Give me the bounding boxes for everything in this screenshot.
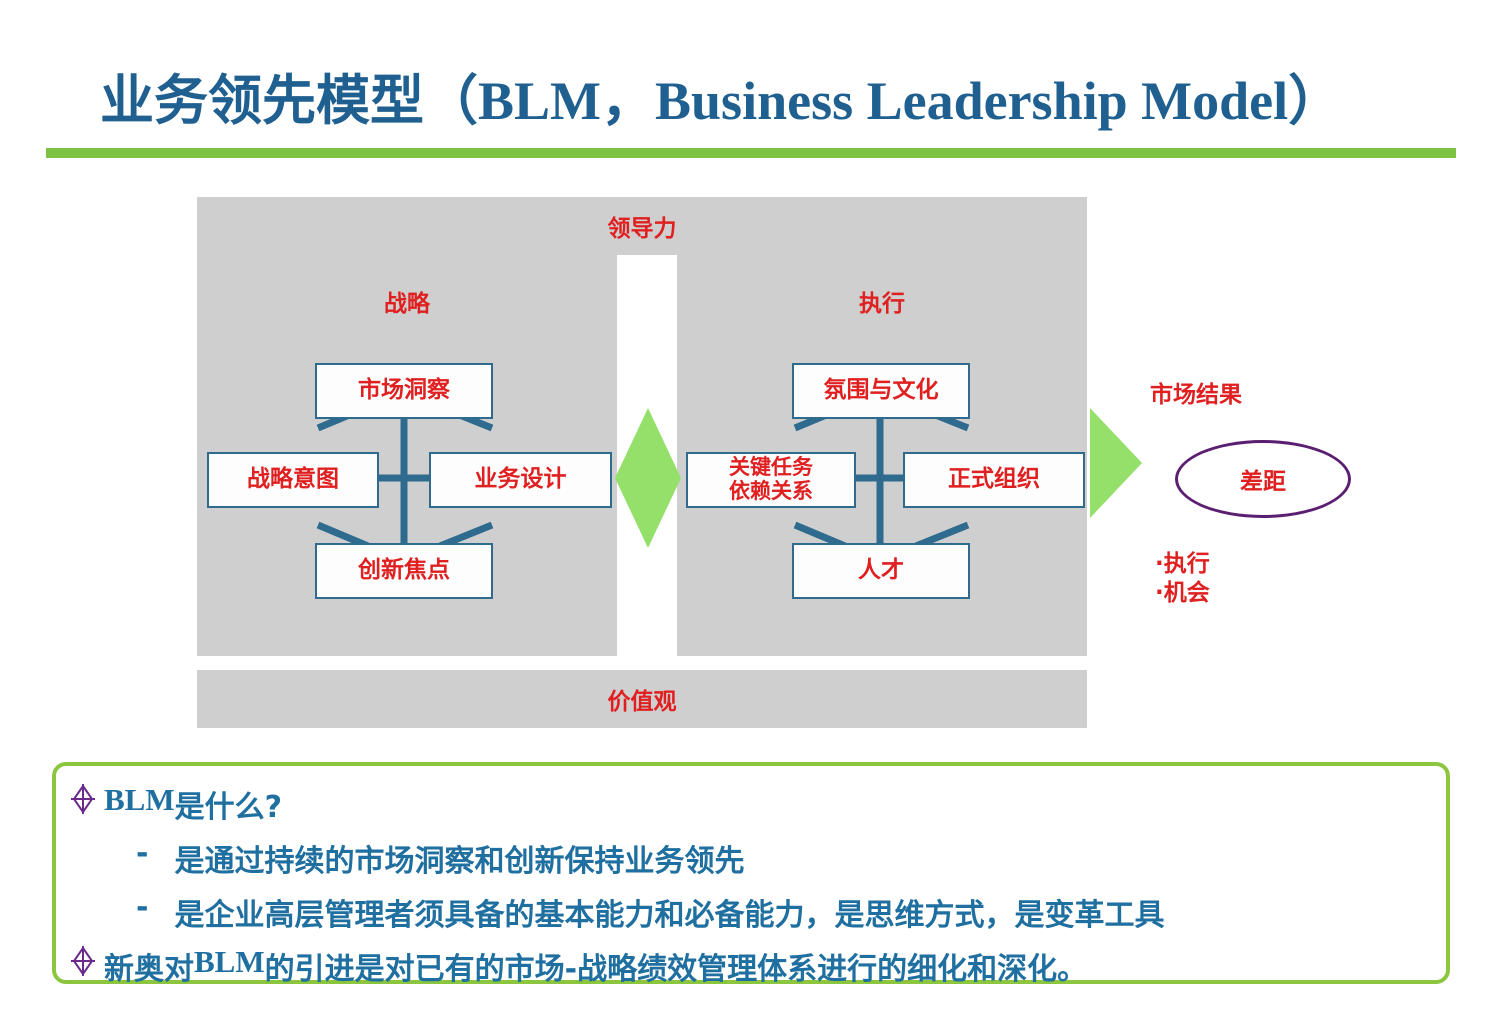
note-bullet-2: - 是企业高层管理者须具备的基本能力和必备能力，是思维方式，是变革工具 — [56, 890, 1446, 934]
node-formal-organization[interactable]: 正式组织 — [903, 452, 1085, 508]
node-key-tasks-dependencies[interactable]: 关键任务 依赖关系 — [686, 452, 856, 508]
blm-diagram: 领导力 价值观 战略 执行 市场洞察 战略意图 业务设 — [0, 180, 1500, 750]
result-bullet-opportunity: ·机会 — [1155, 580, 1210, 607]
gap-ellipse[interactable]: 差距 — [1175, 440, 1351, 518]
note-dash-2: - — [136, 890, 149, 925]
result-bullet-execution: ·执行 — [1155, 551, 1210, 577]
node-talent[interactable]: 人才 — [792, 543, 970, 599]
note-heading-cjk: 是什么? — [174, 790, 283, 825]
page-title: 业务领先模型（BLM，Business Leadership Model） — [100, 71, 1343, 131]
note-bullet-1: - 是通过持续的市场洞察和创新保持业务领先 — [56, 836, 1446, 880]
market-results-title: 市场结果 — [1150, 382, 1242, 408]
node-market-insight[interactable]: 市场洞察 — [315, 363, 493, 419]
market-results-group: 市场结果 差距 ·执行 ·机会 — [1130, 375, 1380, 695]
note-heading-latin: BLM — [104, 782, 175, 817]
strategy-panel-title: 战略 — [384, 291, 430, 317]
node-business-design[interactable]: 业务设计 — [429, 452, 612, 508]
node-atmosphere-culture[interactable]: 氛围与文化 — [792, 363, 970, 419]
diamond-cross-bullet-icon — [70, 784, 96, 814]
diamond-cross-bullet-icon-2 — [70, 946, 96, 976]
note-final-post: 的引进是对已有的市场-战略绩效管理体系进行的细化和深化。 — [264, 952, 1088, 987]
leadership-band-label: 领导力 — [607, 216, 677, 242]
node-strategic-intent[interactable]: 战略意图 — [207, 452, 379, 508]
note-dash-1: - — [136, 836, 149, 871]
note-bullet-1-text: 是通过持续的市场洞察和创新保持业务领先 — [174, 844, 745, 879]
node-innovation-focus[interactable]: 创新焦点 — [315, 543, 493, 599]
node-key-tasks-line1: 关键任务 — [729, 455, 813, 480]
note-final-pre: 新奥对 — [104, 952, 194, 987]
node-key-tasks-line2: 依赖关系 — [729, 479, 813, 503]
values-band: 价值观 — [197, 670, 1087, 728]
note-bullet-2-text: 是企业高层管理者须具备的基本能力和必备能力，是思维方式，是变革工具 — [174, 898, 1165, 933]
green-diamond-connector-icon — [615, 408, 681, 548]
title-underline-rule — [46, 148, 1456, 158]
note-final-latin: BLM — [194, 944, 265, 979]
leadership-band: 领导力 — [197, 197, 1087, 255]
values-band-label: 价值观 — [607, 689, 677, 715]
market-results-bullets: ·执行 ·机会 — [1155, 550, 1210, 609]
execution-panel-title: 执行 — [859, 291, 905, 317]
slide-header: 业务领先模型（BLM，Business Leadership Model） — [0, 0, 1500, 158]
